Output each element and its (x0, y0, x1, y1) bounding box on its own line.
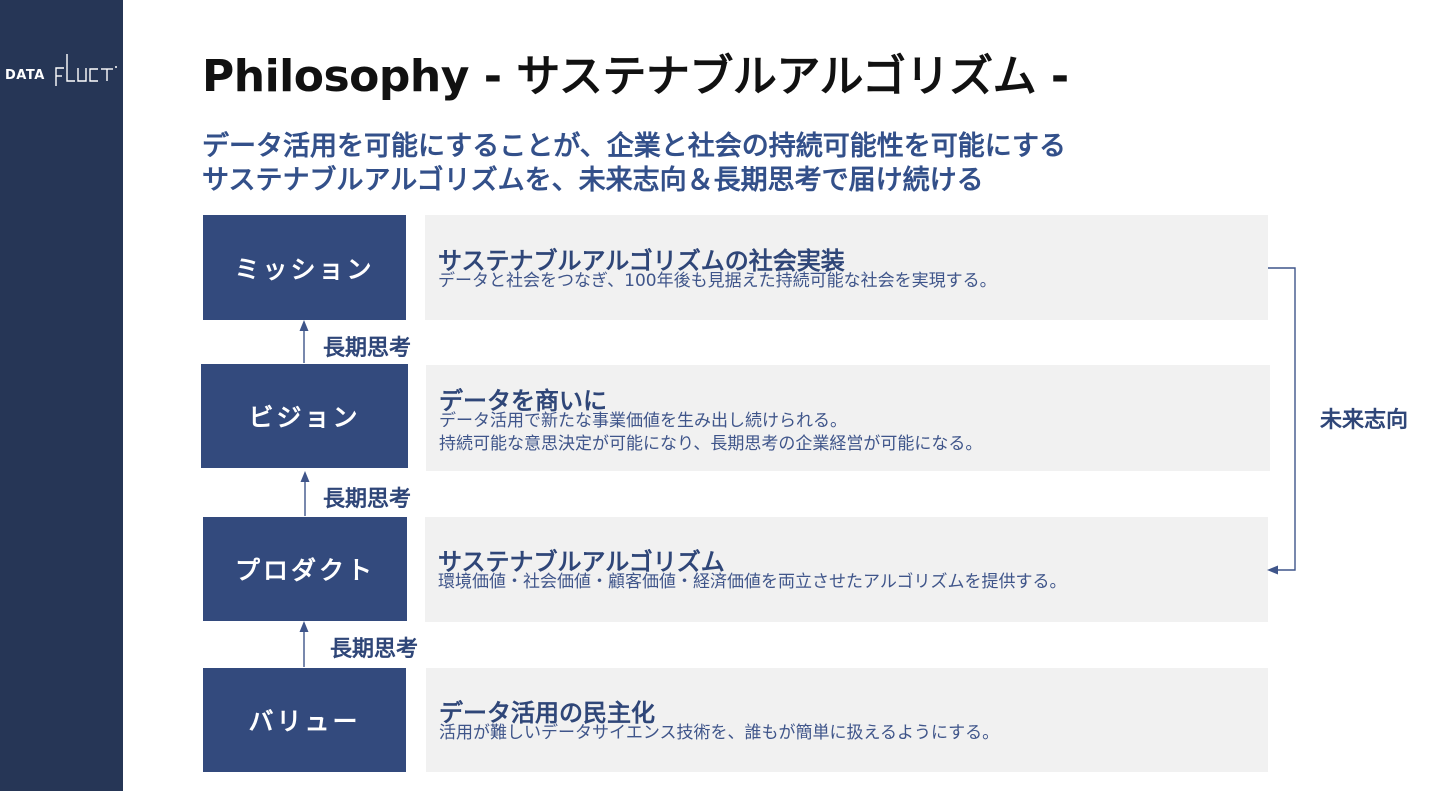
future-oriented-label: 未来志向 (1320, 408, 1409, 433)
svg-text:DATA: DATA (5, 68, 45, 83)
vision-heading: データを商いに (439, 387, 607, 415)
sidebar: DATA (0, 0, 123, 791)
future-bracket-arrow (1268, 267, 1296, 571)
value-heading: データ活用の民主化 (439, 699, 655, 727)
value-label: バリュー (248, 707, 361, 736)
up-arrowhead-1 (299, 320, 309, 331)
vision-box: ビジョン (201, 364, 408, 468)
subtitle-line-1: データ活用を可能にすることが、企業と社会の持続可能性を可能にする (202, 131, 1066, 162)
mission-description: データと社会をつなぎ、100年後も見据えた持続可能な社会を実現する。 (438, 271, 997, 291)
left-arrowhead (1267, 565, 1278, 575)
vision-panel: データを商いに データ活用で新たな事業価値を生み出し続けられる。 持続可能な意思… (426, 365, 1270, 471)
step-label-long-term-3: 長期思考 (330, 637, 419, 662)
up-arrowhead-2 (300, 471, 310, 482)
mission-box: ミッション (203, 215, 406, 320)
product-description: 環境価値・社会価値・顧客価値・経済価値を両立させたアルゴリズムを提供する。 (438, 572, 1067, 592)
product-heading: サステナブルアルゴリズム (438, 548, 725, 576)
vision-label: ビジョン (248, 403, 361, 432)
up-arrowhead-3 (299, 621, 309, 632)
product-panel: サステナブルアルゴリズム 環境価値・社会価値・顧客価値・経済価値を両立させたアル… (425, 517, 1268, 622)
product-label: プロダクト (234, 556, 375, 585)
vision-description-line-1: データ活用で新たな事業価値を生み出し続けられる。 (439, 411, 847, 431)
product-box: プロダクト (203, 517, 407, 621)
subtitle-line-2: サステナブルアルゴリズムを、未来志向＆長期思考で届け続ける (202, 165, 984, 196)
step-label-long-term-1: 長期思考 (323, 336, 412, 361)
page-title: Philosophy - サステナブルアルゴリズム - (202, 51, 1069, 102)
mission-label: ミッション (234, 254, 375, 284)
dataflluct-logo: DATA (5, 54, 117, 86)
value-box: バリュー (203, 668, 406, 772)
mission-panel: サステナブルアルゴリズムの社会実装 データと社会をつなぎ、100年後も見据えた持… (425, 215, 1268, 320)
mission-heading: サステナブルアルゴリズムの社会実装 (438, 247, 845, 275)
value-description: 活用が難しいデータサイエンス技術を、誰もが簡単に扱えるようにする。 (439, 723, 1000, 743)
vision-description-line-2: 持続可能な意思決定が可能になり、長期思考の企業経営が可能になる。 (439, 434, 983, 454)
step-label-long-term-2: 長期思考 (323, 487, 412, 512)
value-panel: データ活用の民主化 活用が難しいデータサイエンス技術を、誰もが簡単に扱えるように… (426, 668, 1268, 772)
